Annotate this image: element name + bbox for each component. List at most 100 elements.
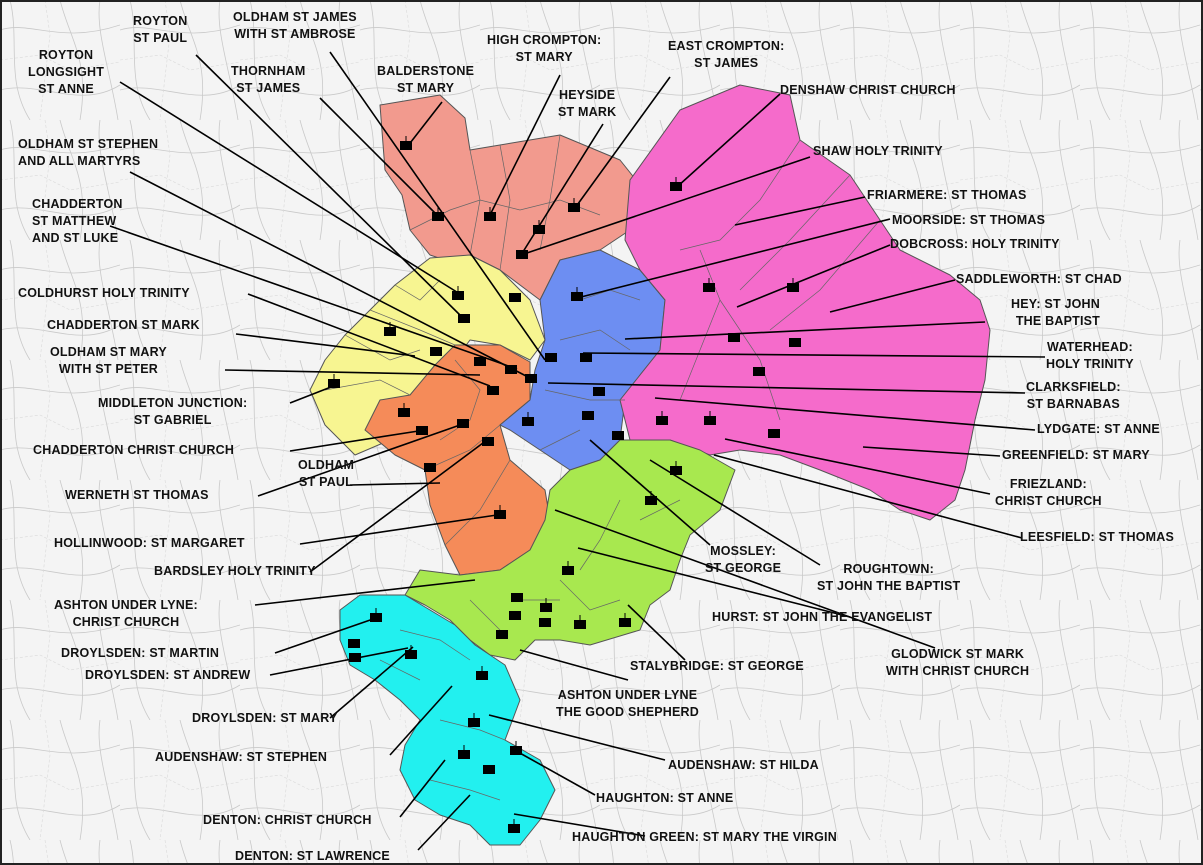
label-hollinwood: HOLLINWOOD: ST MARGARET	[54, 536, 245, 550]
label-waterhead: WATERHEAD:HOLY TRINITY	[1046, 340, 1134, 371]
church-marker	[484, 212, 496, 221]
label-stalybridge: STALYBRIDGE: ST GEORGE	[630, 659, 804, 673]
church-marker	[516, 250, 528, 259]
church-marker	[511, 593, 523, 602]
church-marker	[508, 824, 520, 833]
label-hurst: HURST: ST JOHN THE EVANGELIST	[712, 610, 933, 624]
label-moorside: MOORSIDE: ST THOMAS	[892, 213, 1046, 227]
church-marker	[612, 431, 624, 440]
label-saddleworth: SADDLEWORTH: ST CHAD	[956, 272, 1122, 286]
church-marker	[468, 718, 480, 727]
church-marker	[670, 466, 682, 475]
label-clarksfield: CLARKSFIELD:ST BARNABAS	[1026, 380, 1121, 411]
church-marker	[645, 496, 657, 505]
church-marker	[432, 212, 444, 221]
church-marker	[416, 426, 428, 435]
church-marker	[458, 314, 470, 323]
label-droylsden-st-mary: DROYLSDEN: ST MARY	[192, 711, 338, 725]
church-marker	[545, 353, 557, 362]
church-marker	[430, 347, 442, 356]
label-chadderton-st-mark: CHADDERTON ST MARK	[47, 318, 200, 332]
church-marker	[348, 639, 360, 648]
church-marker	[349, 653, 361, 662]
church-marker	[328, 379, 340, 388]
church-marker	[582, 411, 594, 420]
label-roughtown: ROUGHTOWN:ST JOHN THE BAPTIST	[817, 562, 961, 593]
church-marker	[494, 510, 506, 519]
church-marker	[562, 566, 574, 575]
church-marker	[593, 387, 605, 396]
church-marker	[789, 338, 801, 347]
label-haughton-green: HAUGHTON GREEN: ST MARY THE VIRGIN	[572, 830, 837, 844]
church-marker	[405, 650, 417, 659]
church-marker	[568, 203, 580, 212]
label-high-crompton: HIGH CROMPTON:ST MARY	[487, 33, 602, 64]
church-marker	[539, 618, 551, 627]
church-marker	[522, 417, 534, 426]
church-marker	[483, 765, 495, 774]
church-crosses	[333, 136, 794, 824]
church-marker	[704, 416, 716, 425]
label-mossley: MOSSLEY:ST GEORGE	[705, 544, 782, 575]
church-marker	[540, 603, 552, 612]
label-haughton-st-anne: HAUGHTON: ST ANNE	[596, 791, 734, 805]
church-marker	[510, 746, 522, 755]
church-marker	[398, 408, 410, 417]
label-shaw: SHAW HOLY TRINITY	[813, 144, 943, 158]
label-bardsley: BARDSLEY HOLY TRINITY	[154, 564, 316, 578]
church-marker	[458, 750, 470, 759]
church-marker	[670, 182, 682, 191]
church-marker	[580, 353, 592, 362]
church-marker	[509, 611, 521, 620]
church-marker	[525, 374, 537, 383]
church-marker	[400, 141, 412, 150]
label-audenshaw-st-hilda: AUDENSHAW: ST HILDA	[668, 758, 819, 772]
church-marker	[787, 283, 799, 292]
label-middleton-junction: MIDDLETON JUNCTION:ST GABRIEL	[98, 396, 248, 427]
label-chadderton-christ-church: CHADDERTON CHRIST CHURCH	[33, 443, 235, 457]
church-marker	[533, 225, 545, 234]
label-werneth: WERNETH ST THOMAS	[65, 488, 209, 502]
church-marker	[656, 416, 668, 425]
label-droylsden-st-andrew: DROYLSDEN: ST ANDREW	[85, 668, 251, 682]
church-marker	[496, 630, 508, 639]
label-friarmere: FRIARMERE: ST THOMAS	[867, 188, 1027, 202]
church-marker	[728, 333, 740, 342]
label-audenshaw-st-stephen: AUDENSHAW: ST STEPHEN	[155, 750, 328, 764]
church-marker	[487, 386, 499, 395]
label-greenfield: GREENFIELD: ST MARY	[1002, 448, 1150, 462]
church-marker	[424, 463, 436, 472]
church-marker	[384, 327, 396, 336]
label-droylsden-st-martin: DROYLSDEN: ST MARTIN	[61, 646, 220, 660]
church-marker	[505, 365, 517, 374]
church-marker	[753, 367, 765, 376]
label-leesfield: LEESFIELD: ST THOMAS	[1020, 530, 1174, 544]
label-denshaw: DENSHAW CHRIST CHURCH	[780, 83, 956, 97]
church-marker	[476, 671, 488, 680]
label-denton-st-lawrence: DENTON: ST LAWRENCE	[235, 849, 390, 863]
church-marker	[457, 419, 469, 428]
label-denton-christ-church: DENTON: CHRIST CHURCH	[203, 813, 372, 827]
church-marker	[768, 429, 780, 438]
label-ashton-christ-church: ASHTON UNDER LYNE:CHRIST CHURCH	[54, 598, 198, 629]
church-marker	[474, 357, 486, 366]
label-lydgate: LYDGATE: ST ANNE	[1037, 422, 1160, 436]
church-marker	[370, 613, 382, 622]
label-coldhurst: COLDHURST HOLY TRINITY	[18, 286, 190, 300]
church-markers	[328, 141, 801, 833]
church-marker	[574, 620, 586, 629]
church-marker	[452, 291, 464, 300]
